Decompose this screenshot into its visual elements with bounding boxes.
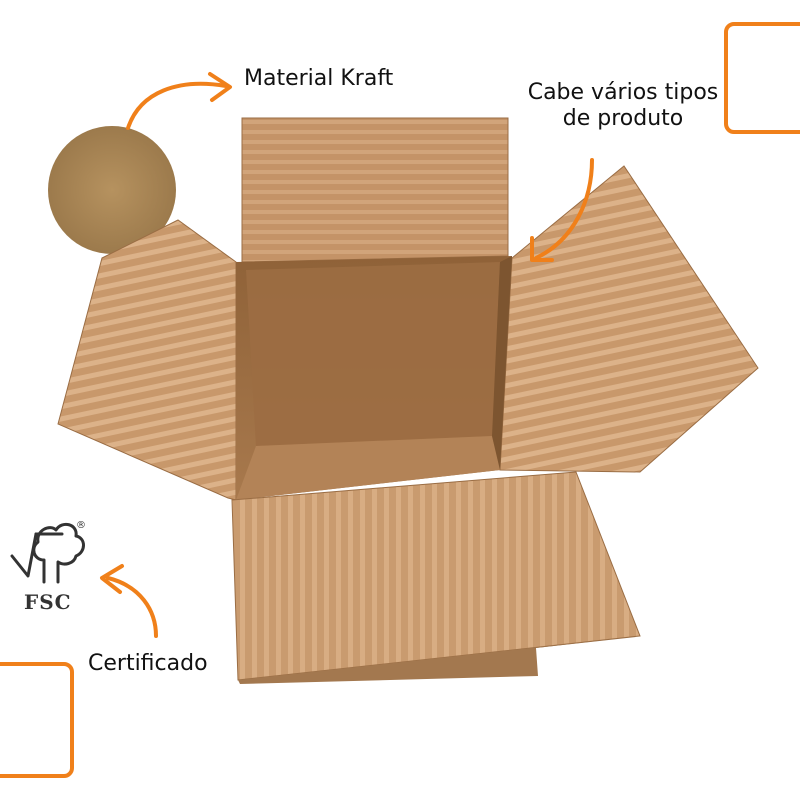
box-back-flap: [241, 117, 509, 263]
capacity-label: Cabe vários tipos de produto: [523, 80, 723, 133]
fsc-logo-text: FSC: [24, 590, 72, 614]
fsc-tree-check-logo: [10, 522, 85, 584]
box-left-flap: [57, 219, 237, 501]
certified-label: Certificado: [88, 651, 208, 676]
arrow-to-material-label: [126, 81, 228, 130]
box-right-flap: [499, 165, 759, 473]
decorative-frame-bottom-left: [0, 662, 74, 778]
box-front-flap: [231, 471, 641, 681]
arrow-to-box-capacity: [534, 158, 594, 260]
material-label: Material Kraft: [244, 66, 394, 91]
registered-mark: ®: [76, 520, 86, 531]
capacity-label-line-2: de produto: [562, 106, 684, 132]
kraft-material-swatch: [48, 126, 176, 254]
capacity-label-line-1: Cabe vários tipos: [527, 80, 719, 105]
arrow-to-fsc-logo: [106, 576, 158, 638]
decorative-frame-top-right: [724, 22, 800, 134]
